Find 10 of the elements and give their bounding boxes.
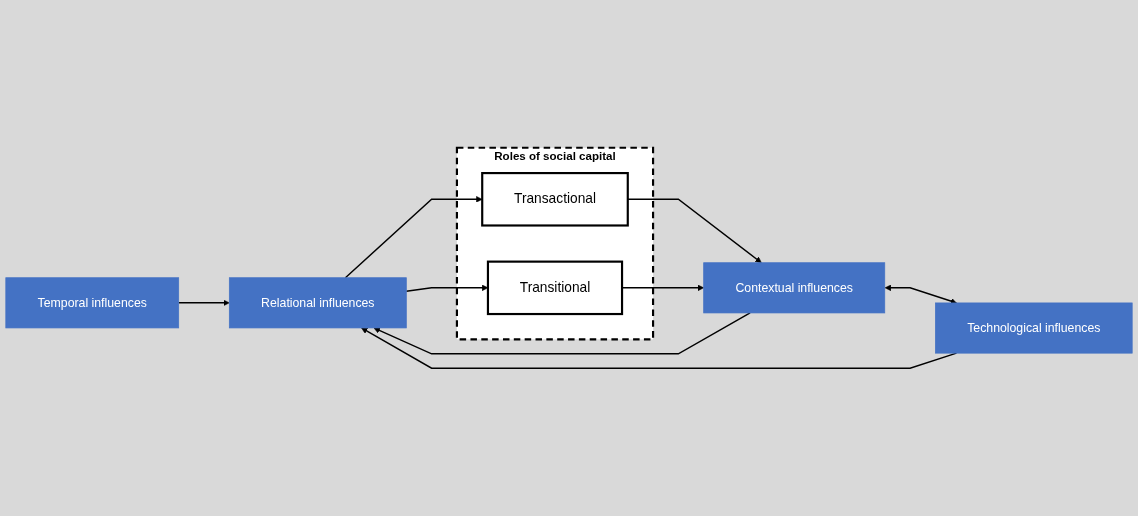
arrow (373, 312, 751, 355)
node-box: Contextual influences (703, 262, 886, 314)
arrow (178, 299, 230, 306)
node-box: Temporal influences (5, 277, 180, 329)
arrow (627, 198, 762, 263)
node-box: Relational influences (228, 277, 407, 329)
arrow (344, 196, 483, 279)
node-box: Transitional (486, 260, 624, 316)
node-box: Transactional (481, 172, 629, 227)
node-box: Technological influences (935, 302, 1133, 354)
